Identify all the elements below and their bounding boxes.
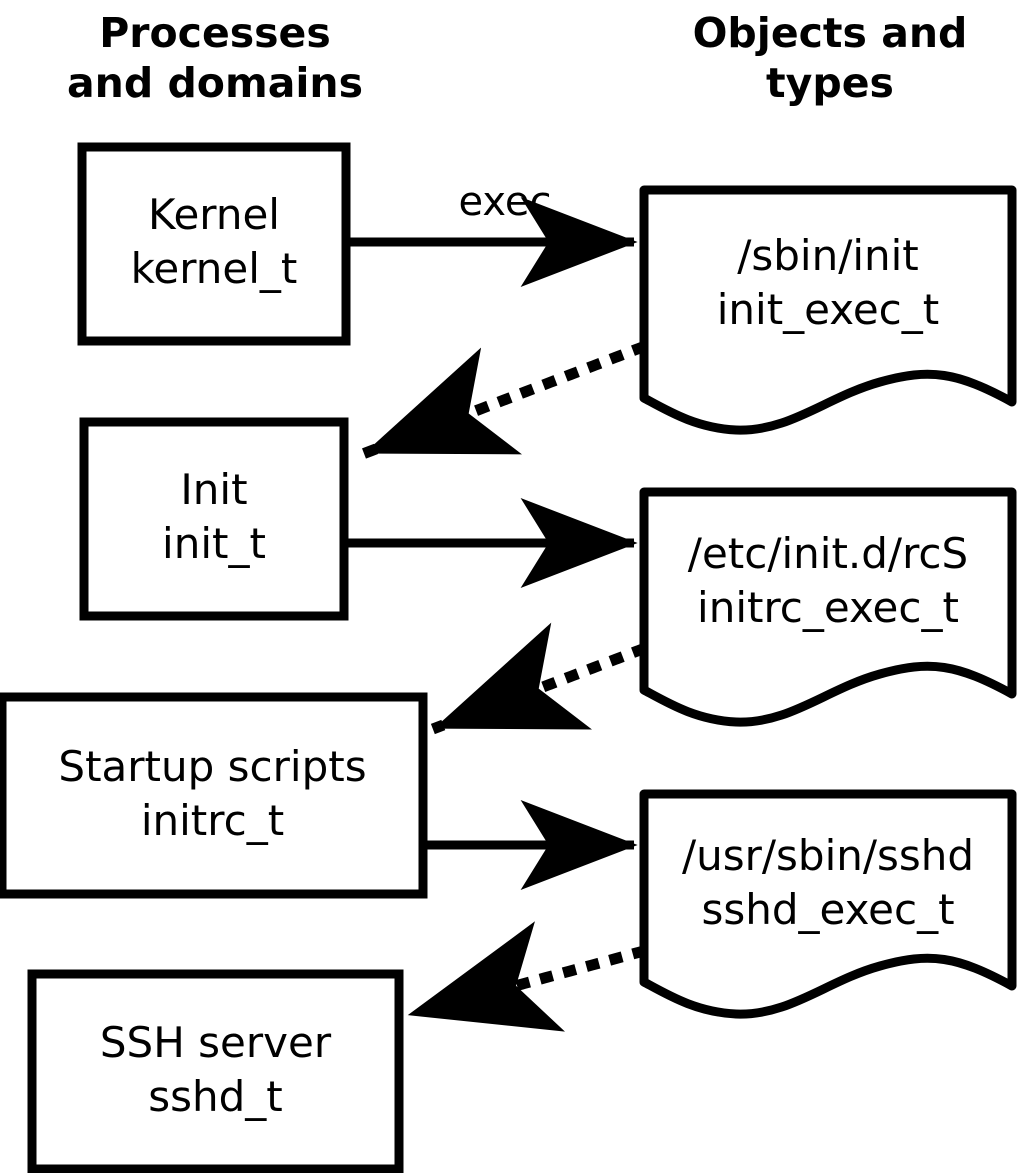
- process-node-init[interactable]: [79, 417, 349, 621]
- process-node-kernel-label: Kernel kernel_t: [130, 190, 298, 293]
- column-heading-processes: Processes and domains: [66, 9, 364, 107]
- process-node-init-label: Init init_t: [162, 465, 266, 568]
- object-node-init-exec-label: /sbin/init init_exec_t: [716, 231, 940, 334]
- object-node-initrc-exec-label: /etc/init.d/rcS initrc_exec_t: [687, 529, 969, 632]
- object-node-initrc-exec[interactable]: [639, 487, 1017, 727]
- object-node-sshd-exec-label: /usr/sbin/sshd sshd_exec_t: [681, 831, 975, 934]
- edge-label-exec: exec: [458, 179, 552, 225]
- object-node-init-exec[interactable]: [639, 185, 1017, 435]
- process-node-sshd[interactable]: [27, 969, 404, 1173]
- edge-initrc-exec-transition-initrc: [430, 622, 648, 735]
- edge-sshd-exec-transition-sshd: [405, 921, 647, 1032]
- object-node-sshd-exec[interactable]: [639, 789, 1017, 1019]
- process-node-sshd-label: SSH server sshd_t: [99, 1018, 332, 1121]
- edge-init-exec-transition-init: [360, 340, 648, 460]
- column-heading-objects: Objects and types: [692, 9, 968, 107]
- process-node-kernel[interactable]: [77, 142, 351, 346]
- process-node-initrc[interactable]: [0, 692, 428, 899]
- process-node-initrc-label: Startup scripts initrc_t: [58, 742, 367, 845]
